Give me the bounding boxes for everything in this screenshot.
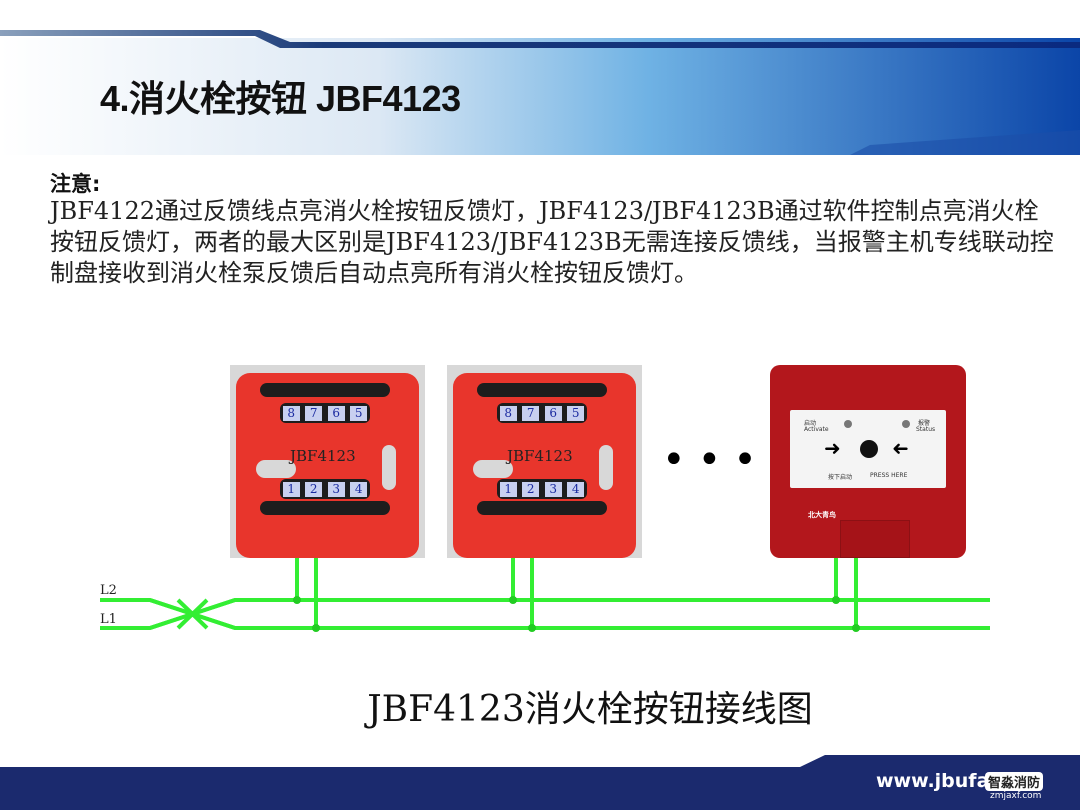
terminal: 5 xyxy=(350,405,368,421)
watermark-sub: zmjaxf.com xyxy=(990,791,1042,801)
device-model: JBF4123 xyxy=(507,447,573,465)
arrow-right-icon: ➜ xyxy=(824,436,841,460)
note-label: 注意: xyxy=(50,172,101,196)
status-led-icon xyxy=(902,420,910,428)
arrow-left-icon: ➜ xyxy=(892,436,909,460)
activate-label-en: Activate xyxy=(804,426,829,433)
ellipsis: ••• xyxy=(662,437,769,483)
terminal: 2 xyxy=(522,481,540,497)
footer-band xyxy=(0,755,1080,810)
press-label-en: PRESS HERE xyxy=(870,472,908,479)
diagram-caption: JBF4123消火栓按钮接线图 xyxy=(367,689,813,730)
terminal: 8 xyxy=(499,405,517,421)
line-label-l1: L1 xyxy=(100,612,117,627)
terminal: 2 xyxy=(305,481,323,497)
button-panel: 启动 Activate 报警 Status ➜ ➜ 按下启动 PRESS HER… xyxy=(790,410,946,488)
terminal: 6 xyxy=(544,405,562,421)
brand-logo: 北大青鸟 xyxy=(808,511,836,519)
button-cover xyxy=(840,520,910,558)
line-label-l2: L2 xyxy=(100,583,117,598)
watermark: 智淼消防 xyxy=(985,772,1044,791)
header-banner xyxy=(0,30,1080,155)
note-body: JBF4122通过反馈线点亮消火栓按钮反馈灯，JBF4123/JBF4123B通… xyxy=(50,197,1054,287)
status-label-en: Status xyxy=(916,426,936,433)
terminal: 4 xyxy=(350,481,368,497)
terminal: 6 xyxy=(327,405,345,421)
terminal: 1 xyxy=(282,481,300,497)
status-label-cn: 报警 xyxy=(918,420,931,427)
press-point-icon xyxy=(860,440,878,458)
terminal: 3 xyxy=(327,481,345,497)
terminal: 5 xyxy=(567,405,585,421)
terminal: 8 xyxy=(282,405,300,421)
device-model: JBF4123 xyxy=(290,447,356,465)
activate-label-cn: 启动 xyxy=(804,420,817,427)
slide-title: 4.消火栓按钮 JBF4123 xyxy=(100,78,461,119)
terminal: 4 xyxy=(567,481,585,497)
activate-led-icon xyxy=(844,420,852,428)
terminal: 3 xyxy=(544,481,562,497)
terminal: 1 xyxy=(499,481,517,497)
press-label-cn: 按下启动 xyxy=(828,474,853,481)
terminal: 7 xyxy=(522,405,540,421)
terminal: 7 xyxy=(305,405,323,421)
hydrant-button-device: 启动 Activate 报警 Status ➜ ➜ 按下启动 PRESS HER… xyxy=(770,365,966,558)
footer-url: www.jbufa xyxy=(876,770,990,792)
